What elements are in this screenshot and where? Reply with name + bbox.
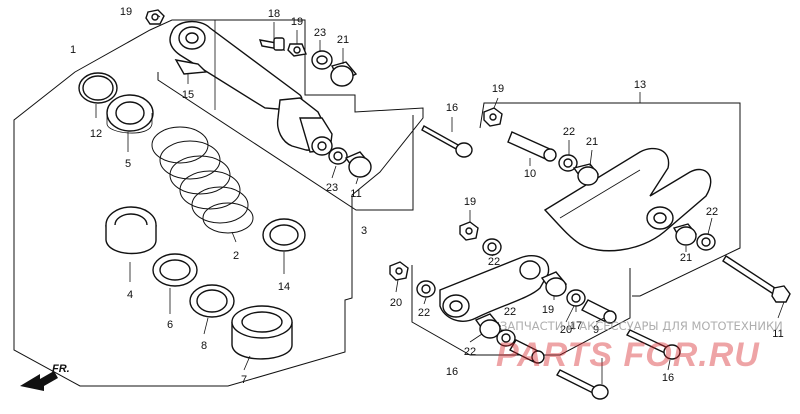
front-direction-arrow-icon	[20, 371, 58, 391]
bushing-23-top	[311, 50, 333, 70]
leader-lines	[95, 13, 785, 384]
part-label-23: 23	[326, 182, 338, 194]
bracket-group-3	[157, 72, 414, 211]
part-label-21: 21	[337, 34, 349, 46]
part-label-23: 23	[314, 27, 326, 39]
part-label-10: 10	[524, 168, 536, 180]
collar-20-link-lower	[474, 313, 502, 339]
bushing-23-lower	[328, 147, 348, 165]
part-label-22: 22	[563, 126, 575, 138]
link-9	[439, 255, 550, 322]
bracket-group-1	[13, 19, 424, 387]
part-label-22: 22	[504, 306, 516, 318]
bushing-22-link-lower	[496, 329, 516, 347]
part-label-4: 4	[127, 289, 133, 301]
watermark-tagline: ЗАПЧАСТИ И АКСЕССУАРЫ ДЛЯ МОТОТЕХНИКИ	[500, 319, 783, 333]
bushing-22-link-upper	[482, 238, 502, 256]
part-labels: 19 18 19 23 21 1 12 15 5 2 4 14 6 8 7 23 11 3 16 19 13 22 21 10…	[70, 6, 784, 386]
part-label-20: 20	[560, 324, 572, 336]
part-label-7: 7	[241, 374, 247, 386]
bushing-22-arm-upper	[558, 154, 578, 172]
bushing-22-arm-lower	[696, 233, 716, 251]
spring-seat-5	[106, 94, 154, 134]
part-label-15: 15	[182, 89, 194, 101]
cushion-arm-13	[543, 147, 712, 252]
part-label-18: 18	[268, 8, 280, 20]
part-label-12: 12	[90, 128, 102, 140]
part-label-1: 1	[70, 44, 76, 56]
part-label-13: 13	[634, 79, 646, 91]
part-label-20: 20	[390, 297, 402, 309]
collar-19-upper	[287, 43, 307, 57]
collar-10	[507, 131, 557, 162]
part-label-19: 19	[120, 6, 132, 18]
bolt-16-lower	[556, 369, 609, 400]
part-label-11: 11	[350, 188, 361, 200]
part-label-6: 6	[167, 319, 173, 331]
ring-8	[189, 284, 235, 318]
nut-19-top	[145, 9, 165, 25]
sleeve-21-top	[330, 61, 358, 87]
collar-11-lower	[344, 151, 372, 178]
part-label-5: 5	[125, 158, 131, 170]
part-label-19: 19	[464, 196, 476, 208]
nut-19-link-lower	[389, 261, 409, 281]
sleeve-21-arm-lower	[672, 223, 698, 246]
collar-11-link-lower	[509, 339, 545, 364]
part-label-21: 21	[680, 252, 692, 264]
direction-label: FR.	[52, 363, 70, 375]
bolt-17	[722, 255, 791, 303]
part-label-9: 9	[593, 324, 599, 336]
bracket-group-13	[479, 102, 741, 297]
adjuster-4	[105, 206, 157, 255]
ring-14	[262, 218, 306, 252]
ring-6	[152, 253, 198, 287]
part-label-22: 22	[464, 346, 476, 358]
cover-7	[231, 305, 293, 360]
part-label-14: 14	[278, 281, 290, 293]
part-label-22: 22	[488, 256, 500, 268]
sleeve-21-arm-upper	[572, 163, 600, 186]
part-label-3: 3	[361, 225, 367, 237]
part-label-16: 16	[446, 102, 458, 114]
part-label-19: 19	[291, 16, 303, 28]
bolt-16-upper	[421, 125, 473, 158]
part-label-21: 21	[586, 136, 598, 148]
collar-11-link	[581, 299, 617, 324]
nut-19-link-upper	[459, 221, 479, 241]
ring-12	[78, 72, 118, 104]
part-label-19: 19	[492, 83, 504, 95]
bushing-22-link-right	[566, 289, 586, 307]
shock-absorber	[169, 20, 333, 156]
watermark-brand: PARTS FOR.RU	[496, 336, 760, 374]
part-label-17: 17	[570, 320, 582, 332]
bolt-16-centre	[626, 329, 681, 360]
nut-19-arm	[483, 107, 503, 127]
bracket-group-9	[411, 265, 631, 356]
part-label-16: 16	[662, 372, 674, 384]
part-label-19: 19	[542, 304, 554, 316]
bolt-18	[258, 37, 286, 51]
bushing-22-link-left	[416, 280, 436, 298]
spring-2	[151, 126, 254, 234]
part-label-22: 22	[706, 206, 718, 218]
collar-20-link-upper	[540, 271, 568, 297]
part-label-11: 11	[772, 328, 783, 340]
part-label-2: 2	[233, 250, 239, 262]
part-label-8: 8	[201, 340, 207, 352]
part-label-22: 22	[418, 307, 430, 319]
part-label-16: 16	[446, 366, 458, 378]
